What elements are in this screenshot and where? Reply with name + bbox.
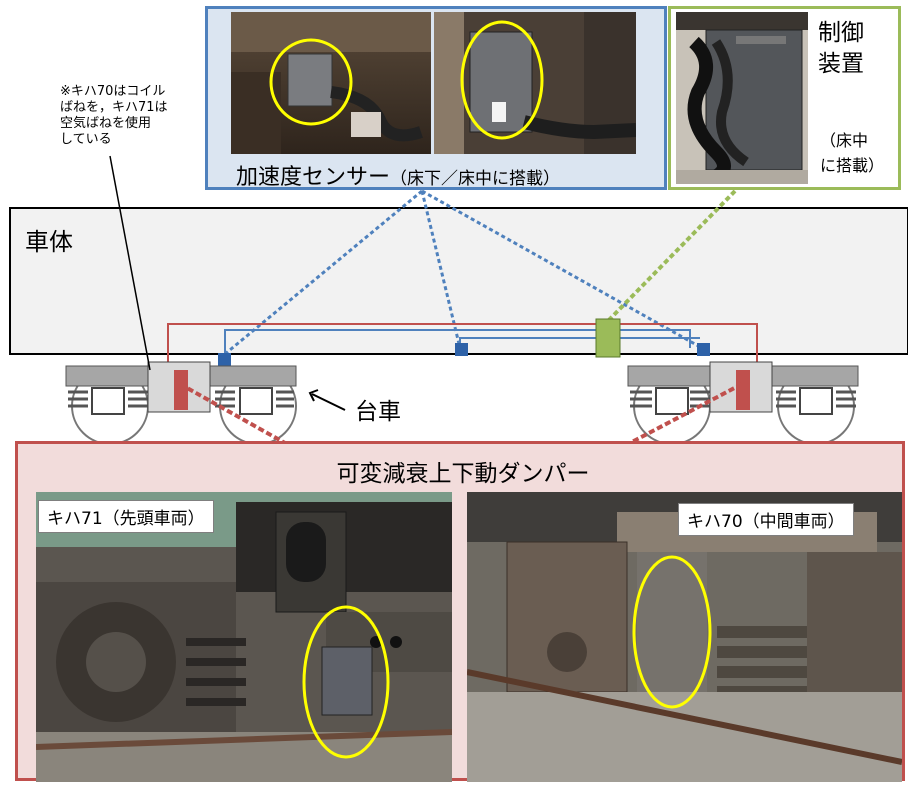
truck-arrow [311,393,346,411]
truck-right [627,361,859,445]
truck-left [65,361,297,445]
control-subtitle-line2: に搭載） [820,156,885,175]
spring-note-line3: 空気ばねを使用 [60,116,152,131]
sensor-title: 加速度センサー（床下／床中に搭載） [236,159,560,191]
sensor-photo-infloor [434,12,636,154]
sensor-photo-underfloor [231,12,431,154]
caption-kiha71: キハ71（先頭車両） [38,500,214,533]
sensor-front [218,353,231,366]
damper-line-right [629,382,743,445]
control-unit-photo [676,12,808,184]
caption-kiha70: キハ70（中間車両） [678,503,854,536]
spring-note-line2: ばねを，キハ71は [60,100,168,115]
damper-photo-kiha71 [36,492,452,782]
control-subtitle: （床中 に搭載） [820,128,884,178]
damper-line-left [179,382,286,445]
control-title-line2: 装置 [818,51,864,77]
control-title: 制御 装置 [818,18,864,80]
truck-label: 台車 [355,399,401,425]
control-subtitle-line1: （床中 [820,131,869,150]
sensor-middle [455,343,468,356]
spring-note-line4: している [60,132,112,147]
damper-title: 可変減衰上下動ダンパー [336,461,590,487]
sensor-rear [697,343,710,356]
spring-note: ※キハ70はコイル ばねを，キハ71は 空気ばねを使用 している [60,84,200,148]
car-body-label: 車体 [25,228,73,256]
car-body [9,207,908,355]
sensor-title-main: 加速度センサー [236,165,391,190]
sensor-lines [224,189,703,356]
sensor-title-sub: （床下／床中に搭載） [390,169,561,189]
damper-rear [736,370,750,410]
railcar-diagram [9,155,908,445]
control-title-line1: 制御 [818,20,864,46]
spring-note-line1: ※キハ70はコイル [60,84,166,99]
control-unit [595,318,621,358]
damper-front [174,370,188,410]
control-line [605,189,737,324]
note-pointer [109,155,151,371]
